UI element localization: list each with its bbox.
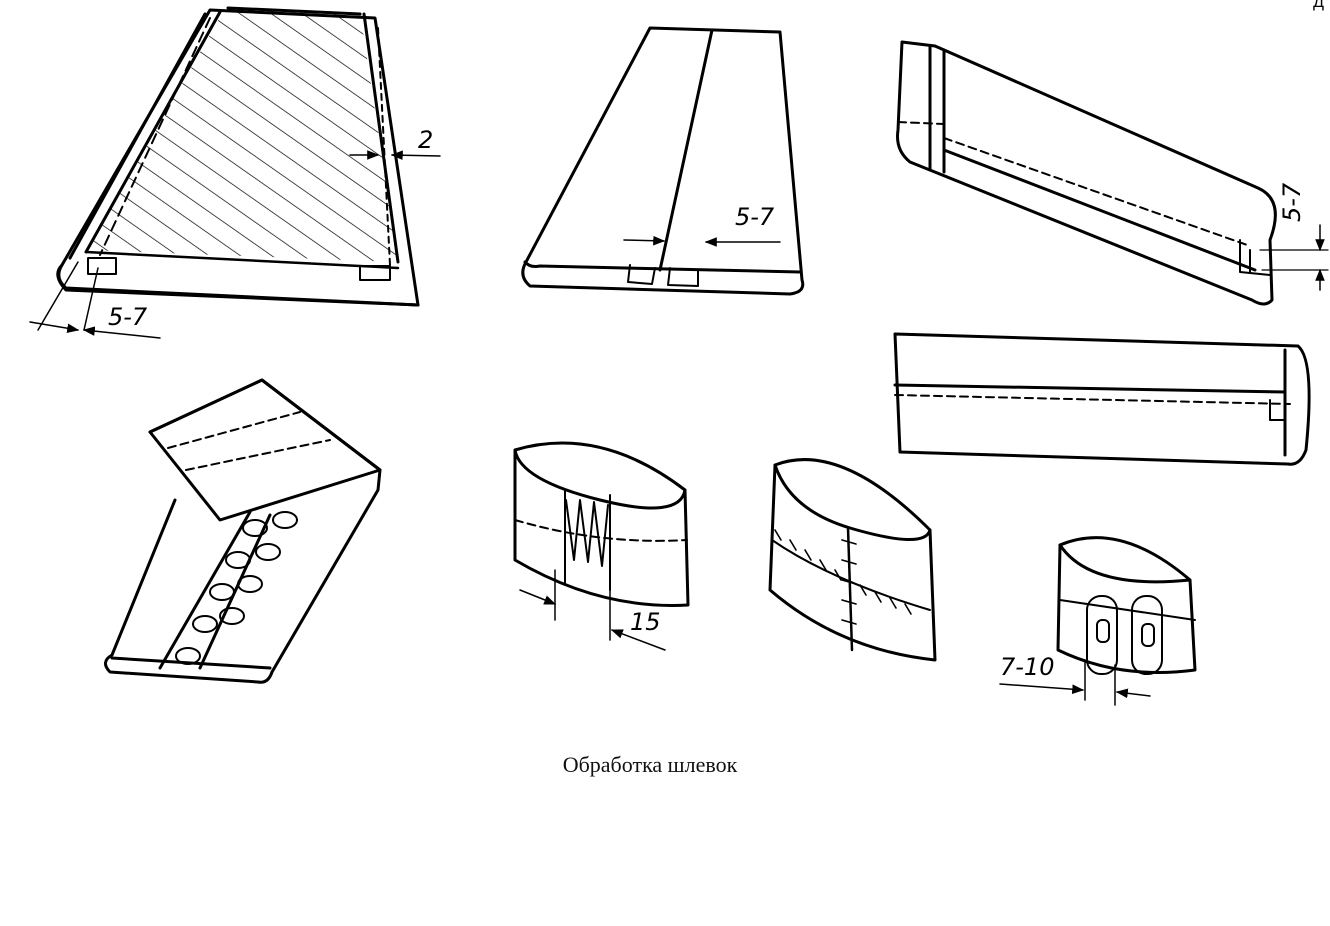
figure-8-small-loop: 7-10 xyxy=(999,536,1197,706)
dimension-label-3: 5-7 xyxy=(1278,182,1306,222)
figure-1-hatched-strip: 5-7 2 xyxy=(29,6,441,339)
dimension-label-6: 15 xyxy=(630,608,661,636)
figure-caption: Обработка шлевок xyxy=(562,752,738,777)
dimension-label-8: 7-10 xyxy=(1000,653,1054,681)
figure-2-center-seam-strip: 5-7 xyxy=(521,26,805,296)
dimension-label-1b: 2 xyxy=(418,126,433,154)
corner-fragment: Д xyxy=(1313,0,1324,11)
figure-7-overlock-loop xyxy=(768,458,937,662)
dimension-label-1a: 5-7 xyxy=(108,303,148,331)
figure-6-zigzag-loop: 15 xyxy=(513,441,690,651)
dimension-label-2: 5-7 xyxy=(735,203,775,231)
figure-4-straight-strip xyxy=(893,332,1311,466)
figure-3-diagonal-strip: 5-7 xyxy=(896,40,1329,306)
figure-5-overlocked-strip xyxy=(104,378,382,684)
